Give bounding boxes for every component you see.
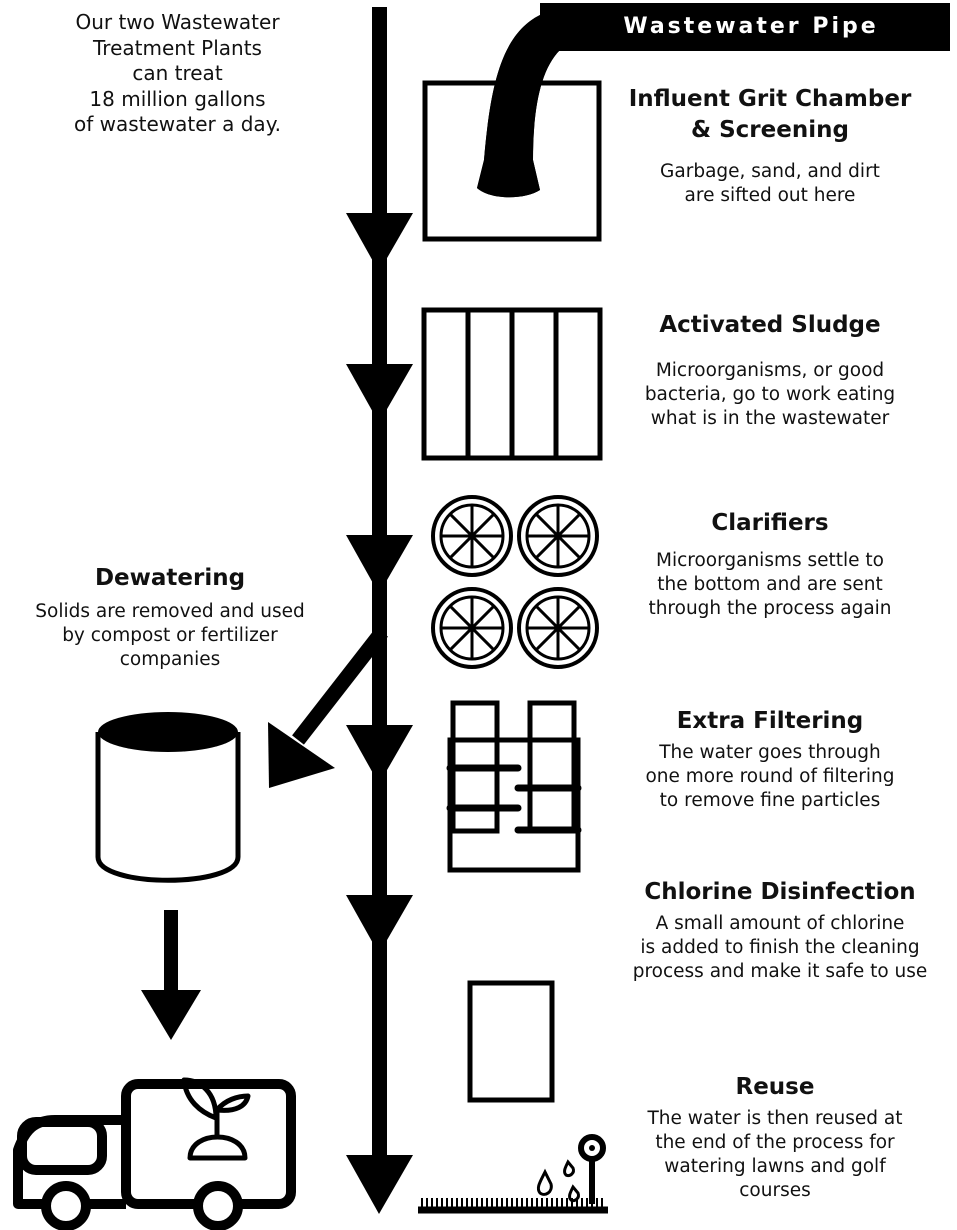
- step-desc: to remove fine particles: [659, 790, 881, 812]
- step-title: & Screening: [691, 117, 849, 144]
- step-desc: through the process again: [648, 598, 892, 620]
- clarifier-icon: [431, 587, 513, 669]
- dewatering-arrow: [268, 627, 388, 788]
- step-title: Dewatering: [94, 565, 246, 591]
- step-extra-filtering: Extra Filtering The water goes through o…: [605, 706, 935, 813]
- step-desc: are sifted out here: [684, 185, 856, 207]
- clarifiers-group: [431, 495, 599, 669]
- flow-arrowhead: [346, 364, 413, 423]
- step-dewatering: Dewatering Solids are removed and used b…: [5, 563, 335, 672]
- step-desc: companies: [119, 649, 221, 671]
- bin-to-truck-arrow: [141, 910, 201, 1040]
- step-desc: by compost or fertilizer: [62, 625, 278, 647]
- chlorine-tank-icon: [446, 737, 582, 873]
- step-title: Chlorine Disinfection: [644, 879, 916, 905]
- clarifier-icon: [431, 495, 513, 577]
- step-title: Clarifiers: [711, 510, 829, 536]
- step-reuse: Reuse The water is then reused at the en…: [615, 1072, 935, 1203]
- flow-arrowhead: [346, 725, 413, 784]
- step-desc: one more round of filtering: [645, 766, 895, 788]
- flow-arrowhead: [346, 535, 413, 594]
- step-desc: is added to finish the cleaning: [640, 937, 920, 959]
- step-desc: watering lawns and golf: [664, 1156, 886, 1178]
- step-activated-sludge: Activated Sludge Microorganisms, or good…: [605, 310, 935, 431]
- step-desc: The water is then reused at: [647, 1108, 903, 1130]
- pipe-label: Wastewater Pipe: [623, 14, 879, 39]
- plant-capacity-note: Our two Wastewater Treatment Plants can …: [0, 10, 355, 138]
- step-desc: Microorganisms settle to: [655, 550, 885, 572]
- sprinkler-icon: [418, 1134, 608, 1214]
- step-desc: what is in the wastewater: [650, 408, 890, 430]
- step-title: Extra Filtering: [676, 708, 864, 734]
- flow-arrows: [346, 213, 413, 1214]
- intro-line: Treatment Plants: [93, 35, 262, 60]
- sludge-tank-icon: [421, 307, 603, 461]
- compost-truck-icon: [13, 1077, 296, 1230]
- dewatering-bin-icon: [95, 712, 241, 883]
- step-title: Influent Grit Chamber: [628, 86, 912, 112]
- step-desc: the end of the process for: [655, 1132, 895, 1154]
- step-desc: courses: [739, 1180, 811, 1202]
- step-desc: Solids are removed and used: [35, 601, 305, 623]
- intro-line: can treat: [132, 61, 223, 86]
- intro-line: 18 million gallons: [89, 86, 266, 111]
- step-grit-chamber: Influent Grit Chamber & Screening Garbag…: [605, 84, 935, 208]
- step-title: Activated Sludge: [659, 312, 881, 338]
- flow-arrowhead: [346, 1155, 413, 1214]
- intro-line: of wastewater a day.: [73, 112, 282, 137]
- step-desc: process and make it safe to use: [632, 961, 928, 983]
- step-desc: Garbage, sand, and dirt: [660, 161, 880, 183]
- flow-arrowhead: [346, 895, 413, 954]
- step-desc: Microorganisms, or good: [655, 360, 885, 382]
- main-flow-line: [372, 7, 387, 1187]
- step-desc: The water goes through: [659, 742, 881, 764]
- step-clarifiers: Clarifiers Microorganisms settle to the …: [605, 508, 935, 621]
- flow-arrowhead: [346, 213, 413, 272]
- step-desc: bacteria, go to work eating: [644, 384, 896, 406]
- step-title: Reuse: [735, 1074, 815, 1100]
- reuse-icon: [467, 980, 555, 1103]
- clarifier-icon: [517, 587, 599, 669]
- step-chlorine-disinfection: Chlorine Disinfection A small amount of …: [605, 877, 955, 984]
- step-desc: A small amount of chlorine: [655, 913, 905, 935]
- clarifier-icon: [517, 495, 599, 577]
- step-desc: the bottom and are sent: [657, 574, 883, 596]
- intro-line: Our two Wastewater: [75, 10, 280, 34]
